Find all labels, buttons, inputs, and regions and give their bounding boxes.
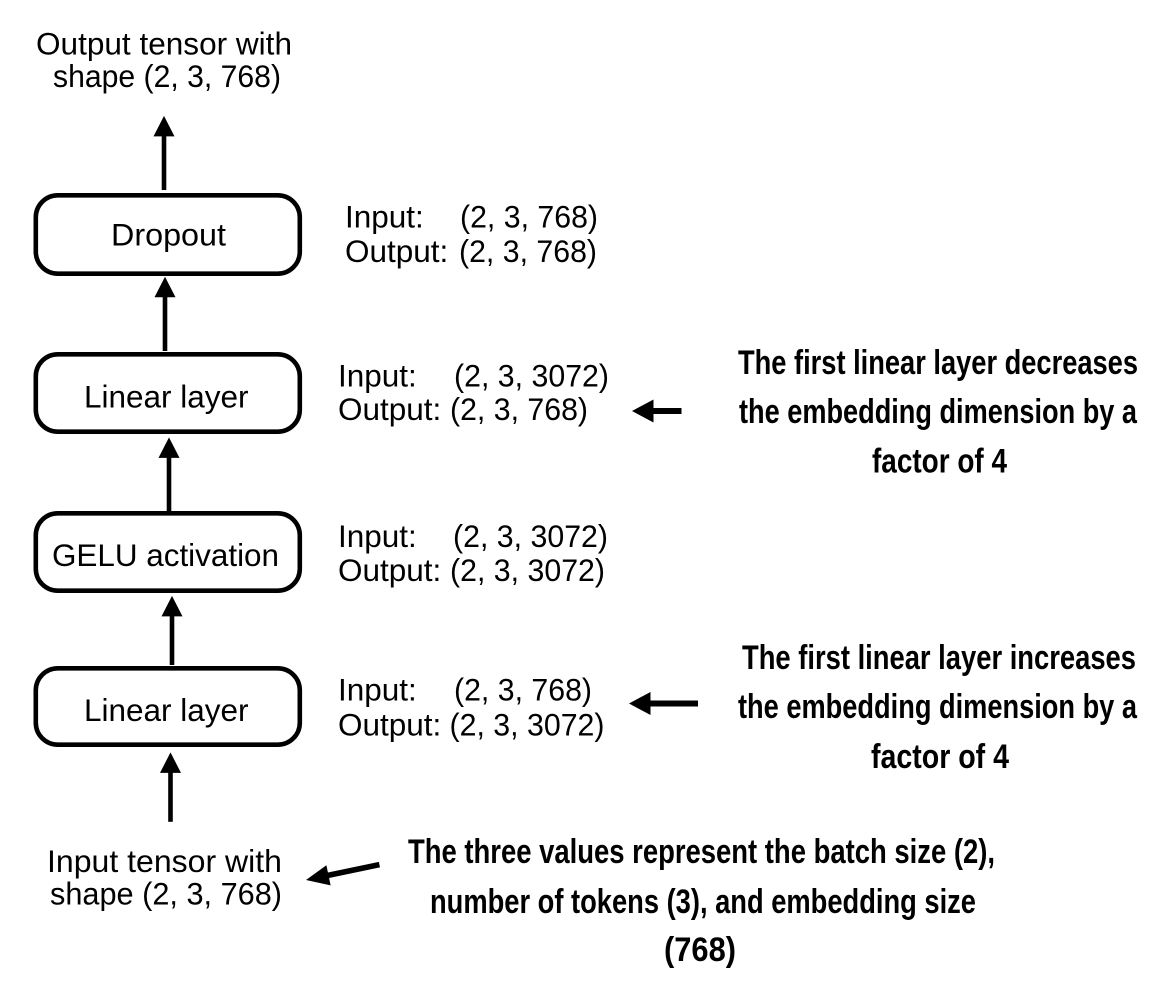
svg-text:(2, 3, 768): (2, 3, 768) bbox=[450, 391, 588, 427]
svg-text:the embedding dimension by a: the embedding dimension by a bbox=[738, 688, 1138, 726]
svg-text:Output:: Output: bbox=[345, 233, 448, 269]
svg-text:Output tensor with: Output tensor with bbox=[36, 26, 292, 62]
svg-text:factor of 4: factor of 4 bbox=[872, 443, 1007, 481]
svg-text:(2, 3, 3072): (2, 3, 3072) bbox=[454, 358, 609, 394]
svg-text:(2, 3, 768): (2, 3, 768) bbox=[454, 671, 592, 707]
svg-text:(768): (768) bbox=[664, 931, 736, 969]
svg-text:shape (2, 3, 768): shape (2, 3, 768) bbox=[50, 875, 282, 911]
svg-text:number of tokens (3), and embe: number of tokens (3), and embedding size bbox=[430, 883, 976, 921]
svg-text:(2, 3, 768): (2, 3, 768) bbox=[459, 233, 597, 269]
svg-text:(2, 3, 768): (2, 3, 768) bbox=[460, 199, 598, 235]
svg-text:Input:: Input: bbox=[338, 518, 417, 554]
svg-text:(2, 3, 3072): (2, 3, 3072) bbox=[453, 518, 608, 554]
svg-text:The three values represent the: The three values represent the batch siz… bbox=[408, 833, 995, 871]
svg-text:(2, 3, 3072): (2, 3, 3072) bbox=[450, 552, 605, 588]
svg-text:Output:: Output: bbox=[338, 391, 441, 427]
svg-text:The first linear layer increas: The first linear layer increases bbox=[742, 639, 1136, 677]
svg-text:the embedding dimension by a: the embedding dimension by a bbox=[739, 393, 1138, 431]
svg-text:Input:: Input: bbox=[345, 199, 424, 235]
svg-text:Input:: Input: bbox=[338, 358, 417, 394]
svg-text:The first linear layer decreas: The first linear layer decreases bbox=[738, 344, 1138, 382]
svg-text:Input:: Input: bbox=[338, 671, 417, 707]
svg-text:Input tensor with: Input tensor with bbox=[47, 843, 282, 879]
svg-text:GELU activation: GELU activation bbox=[52, 537, 279, 573]
svg-text:Dropout: Dropout bbox=[111, 216, 226, 252]
svg-text:Linear layer: Linear layer bbox=[84, 378, 249, 414]
svg-text:Output:: Output: bbox=[338, 552, 441, 588]
svg-text:factor of 4: factor of 4 bbox=[871, 738, 1009, 776]
svg-text:Linear layer: Linear layer bbox=[84, 692, 249, 728]
svg-text:(2, 3, 3072): (2, 3, 3072) bbox=[450, 707, 605, 743]
svg-text:Output:: Output: bbox=[338, 707, 441, 743]
svg-text:shape (2, 3, 768): shape (2, 3, 768) bbox=[53, 58, 281, 94]
